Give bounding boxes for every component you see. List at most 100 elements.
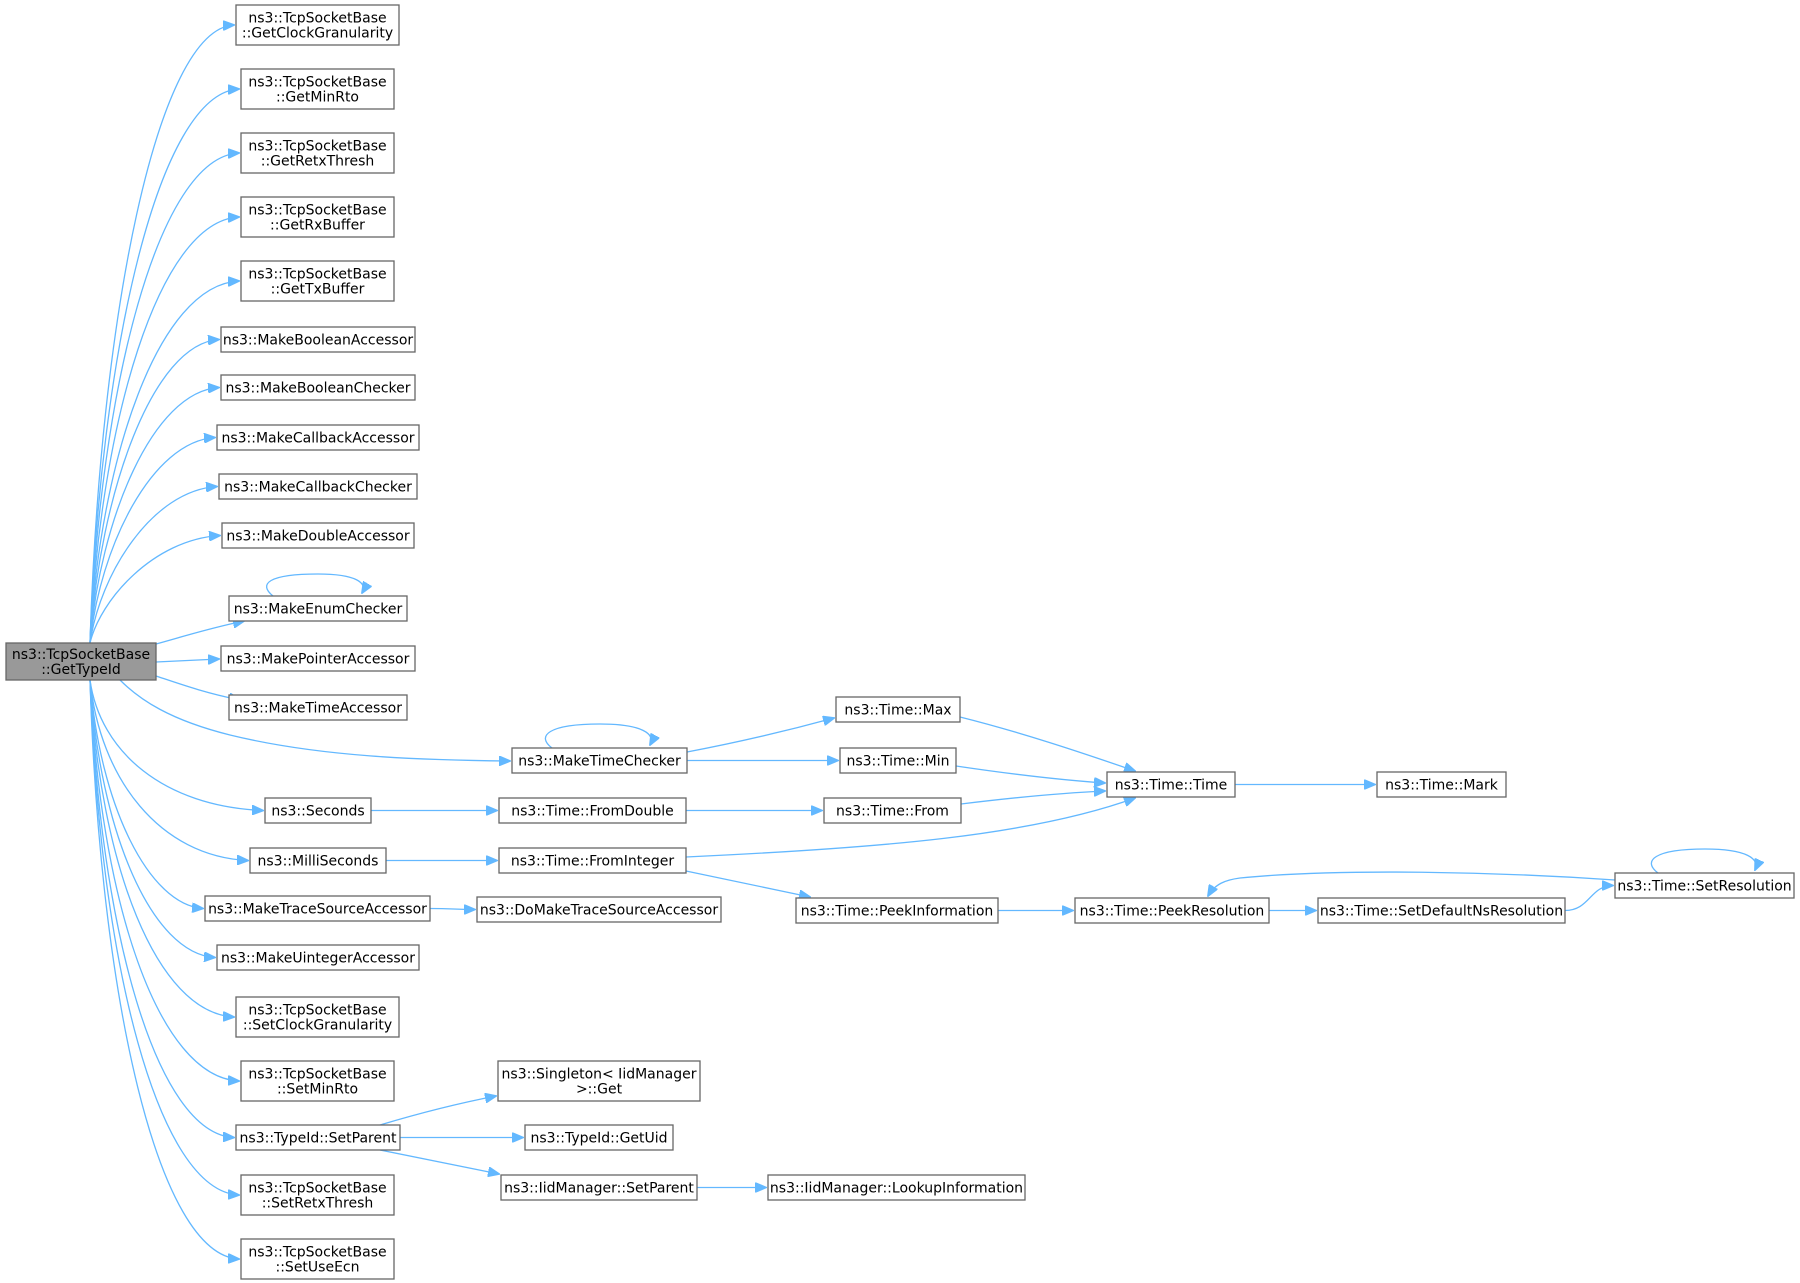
node-label-line: ::SetUseEcn: [276, 1260, 360, 1276]
node-box: [823, 797, 962, 824]
node-root[interactable]: ns3::TcpSocketBase::GetTypeId: [5, 642, 157, 681]
node-label-line: ::SetRetxThresh: [262, 1196, 374, 1212]
node-makeCallbackChecker[interactable]: ns3::MakeCallbackChecker: [218, 473, 418, 500]
node-label-line: ns3::TcpSocketBase: [12, 647, 150, 663]
node-singletonGet[interactable]: ns3::Singleton< IidManager>::Get: [497, 1060, 701, 1102]
nodes-layer: ns3::TcpSocketBase::GetTypeIdns3::TcpSoc…: [5, 4, 1795, 1280]
node-iidManagerLookupInformation[interactable]: ns3::IidManager::LookupInformation: [767, 1174, 1026, 1201]
node-setRetxThresh[interactable]: ns3::TcpSocketBase::SetRetxThresh: [240, 1174, 395, 1216]
node-makeBooleanChecker[interactable]: ns3::MakeBooleanChecker: [220, 374, 416, 401]
node-setMinRto[interactable]: ns3::TcpSocketBase::SetMinRto: [240, 1060, 395, 1102]
edges-layer: [89, 25, 1756, 1259]
node-box: [240, 1060, 395, 1102]
node-box: [264, 797, 372, 824]
node-box: [5, 642, 157, 681]
node-label-line: ::SetClockGranularity: [243, 1018, 392, 1034]
node-makeTraceSourceAccessor[interactable]: ns3::MakeTraceSourceAccessor: [204, 895, 431, 922]
node-label-line: ns3::Time::SetResolution: [1617, 879, 1791, 895]
node-label-line: ::GetTxBuffer: [271, 282, 365, 298]
node-box: [220, 374, 416, 401]
node-makeBooleanAccessor[interactable]: ns3::MakeBooleanAccessor: [220, 326, 416, 353]
edge-root-to-getMinRto: [89, 89, 239, 644]
edge-root-to-milliSeconds: [89, 679, 248, 861]
node-label-line: ns3::TcpSocketBase: [248, 75, 386, 91]
node-makePointerAccessor[interactable]: ns3::MakePointerAccessor: [220, 645, 416, 672]
node-setClockGranularity[interactable]: ns3::TcpSocketBase::SetClockGranularity: [235, 996, 400, 1038]
edge-root-to-getTxBuffer: [89, 281, 239, 644]
node-getClockGranularity[interactable]: ns3::TcpSocketBase::GetClockGranularity: [235, 4, 400, 46]
node-milliSeconds[interactable]: ns3::MilliSeconds: [249, 847, 387, 874]
node-box: [221, 522, 415, 549]
node-timeSetResolution[interactable]: ns3::Time::SetResolution: [1614, 872, 1795, 899]
node-makeEnumChecker[interactable]: ns3::MakeEnumChecker: [228, 595, 408, 622]
edge-makeTraceSourceAccessor-to-doMakeTraceSourceAccessor: [429, 909, 475, 910]
node-typeIdSetParent[interactable]: ns3::TypeId::SetParent: [235, 1124, 401, 1151]
node-box: [220, 645, 416, 672]
edge-timeFromInteger-to-timeTime: [685, 798, 1135, 858]
node-box: [511, 747, 688, 774]
node-label-line: ns3::Time::SetDefaultNsResolution: [1320, 904, 1563, 920]
node-label-line: ::SetMinRto: [277, 1082, 358, 1098]
node-box: [204, 895, 431, 922]
node-timePeekResolution[interactable]: ns3::Time::PeekResolution: [1074, 897, 1270, 924]
node-label-line: ns3::Singleton< IidManager: [502, 1067, 697, 1083]
node-timePeekInformation[interactable]: ns3::Time::PeekInformation: [795, 897, 999, 924]
node-label-line: ns3::MakeDoubleAccessor: [226, 529, 409, 545]
node-label-line: ::GetMinRto: [276, 90, 359, 106]
node-getMinRto[interactable]: ns3::TcpSocketBase::GetMinRto: [240, 68, 395, 110]
node-getRetxThresh[interactable]: ns3::TcpSocketBase::GetRetxThresh: [240, 132, 395, 174]
edge-makeTimeChecker-to-timeMax: [686, 718, 834, 753]
node-box: [216, 424, 420, 451]
node-label-line: ns3::Time::FromInteger: [511, 854, 674, 870]
node-box: [249, 847, 387, 874]
node-timeFromDouble[interactable]: ns3::Time::FromDouble: [498, 797, 687, 824]
node-label-line: ns3::Time::Time: [1115, 778, 1227, 794]
edge-root-to-setRetxThresh: [89, 679, 239, 1195]
node-box: [1317, 897, 1566, 924]
node-makeCallbackAccessor[interactable]: ns3::MakeCallbackAccessor: [216, 424, 420, 451]
node-getTxBuffer[interactable]: ns3::TcpSocketBase::GetTxBuffer: [240, 260, 395, 302]
edge-root-to-makeBooleanChecker: [89, 388, 219, 644]
node-getRxBuffer[interactable]: ns3::TcpSocketBase::GetRxBuffer: [240, 196, 395, 238]
edge-makeEnumChecker-to-makeEnumChecker: [266, 573, 364, 597]
node-timeSetDefaultNsResolution[interactable]: ns3::Time::SetDefaultNsResolution: [1317, 897, 1566, 924]
edge-root-to-seconds: [89, 679, 263, 811]
node-box: [498, 797, 687, 824]
edge-root-to-getRxBuffer: [89, 217, 239, 644]
node-box: [835, 696, 961, 723]
edge-timeFrom-to-timeTime: [960, 791, 1105, 805]
node-label-line: ns3::TcpSocketBase: [248, 203, 386, 219]
node-timeFromInteger[interactable]: ns3::Time::FromInteger: [498, 847, 687, 874]
node-setUseEcn[interactable]: ns3::TcpSocketBase::SetUseEcn: [240, 1238, 395, 1280]
node-timeTime[interactable]: ns3::Time::Time: [1106, 771, 1236, 798]
node-timeFrom[interactable]: ns3::Time::From: [823, 797, 962, 824]
node-timeMark[interactable]: ns3::Time::Mark: [1376, 771, 1507, 798]
edge-makeTimeChecker-to-makeTimeChecker: [544, 723, 651, 749]
node-doMakeTraceSourceAccessor[interactable]: ns3::DoMakeTraceSourceAccessor: [476, 896, 722, 923]
node-label-line: ns3::TcpSocketBase: [248, 139, 386, 155]
edge-root-to-makeCallbackAccessor: [89, 438, 215, 644]
node-makeDoubleAccessor[interactable]: ns3::MakeDoubleAccessor: [221, 522, 415, 549]
edge-root-to-makeDoubleAccessor: [89, 536, 220, 644]
node-label-line: ns3::Time::From: [836, 804, 949, 820]
node-timeMin[interactable]: ns3::Time::Min: [839, 747, 957, 774]
node-timeMax[interactable]: ns3::Time::Max: [835, 696, 961, 723]
node-label-line: ns3::IidManager::SetParent: [504, 1181, 694, 1197]
node-typeIdGetUid[interactable]: ns3::TypeId::GetUid: [524, 1124, 674, 1151]
node-box: [240, 196, 395, 238]
edge-timeMax-to-timeTime: [959, 716, 1135, 771]
edge-root-to-makeUintegerAccessor: [89, 679, 215, 958]
node-makeTimeAccessor[interactable]: ns3::MakeTimeAccessor: [228, 694, 408, 721]
node-makeUintegerAccessor[interactable]: ns3::MakeUintegerAccessor: [216, 944, 420, 971]
node-iidManagerSetParent[interactable]: ns3::IidManager::SetParent: [500, 1174, 698, 1201]
node-box: [839, 747, 957, 774]
node-label-line: ns3::MakeBooleanAccessor: [223, 333, 414, 349]
node-label-line: ns3::Time::PeekResolution: [1080, 904, 1265, 920]
node-box: [498, 847, 687, 874]
node-label-line: ns3::TcpSocketBase: [248, 11, 386, 27]
node-box: [240, 132, 395, 174]
node-makeTimeChecker[interactable]: ns3::MakeTimeChecker: [511, 747, 688, 774]
node-seconds[interactable]: ns3::Seconds: [264, 797, 372, 824]
node-label-line: ::GetRxBuffer: [270, 218, 365, 234]
